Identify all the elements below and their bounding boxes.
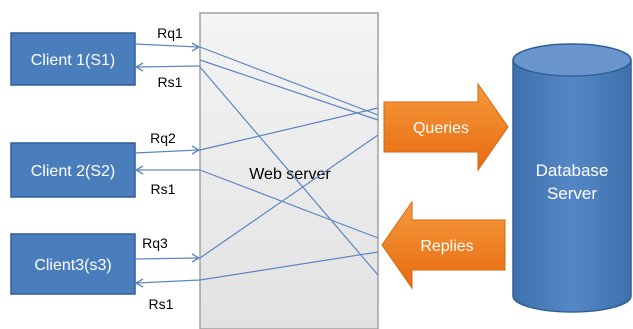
response-label-1: Rs1: [158, 74, 183, 90]
client-1-label: Client 1(S1): [31, 52, 115, 69]
queries-label: Queries: [413, 120, 469, 137]
response-arrow-3: [136, 279, 201, 284]
database-label-line1: Database: [536, 161, 609, 180]
response-label-3: Rs1: [149, 296, 174, 312]
database-cylinder-icon: Database Server: [512, 43, 632, 313]
connector-line: [199, 169, 379, 239]
client-arrows: [134, 42, 201, 288]
response-arrow-2-head: [134, 165, 144, 175]
connector-line: [199, 66, 379, 276]
connector-line: [199, 251, 379, 281]
response-arrow-1-head: [134, 62, 144, 72]
client-2-box: [10, 142, 136, 198]
client-1-box: [10, 32, 136, 86]
request-arrow-1: [134, 43, 199, 48]
connector-line: [199, 46, 379, 116]
queries-arrow: [383, 82, 509, 172]
request-arrow-3-head: [191, 253, 201, 263]
request-arrow-2: [134, 149, 199, 154]
request-arrow-1-head: [191, 42, 201, 52]
connector-line: [199, 59, 379, 121]
response-arrow-1: [136, 65, 201, 68]
database-body: [512, 60, 632, 313]
response-label-2: Rs1: [151, 181, 176, 197]
client-3-label: Client3(s3): [34, 257, 111, 274]
request-arrow-2-head: [191, 145, 201, 155]
connector-line: [199, 134, 379, 259]
client-2-label: Client 2(S2): [31, 163, 115, 180]
connector-line: [199, 107, 379, 151]
request-label-3: Rq3: [142, 235, 168, 251]
internal-connectors: [199, 46, 379, 281]
request-label-1: Rq1: [157, 25, 183, 41]
database-label-line2: Server: [547, 184, 597, 203]
replies-arrow: [381, 200, 506, 290]
request-label-2: Rq2: [150, 130, 176, 146]
replies-label: Replies: [420, 238, 473, 255]
web-server-label: Web server: [249, 166, 331, 183]
request-arrow-3: [134, 257, 199, 260]
database-top: [512, 43, 632, 77]
client-3-box: [10, 233, 136, 295]
response-arrow-3-head: [134, 278, 144, 288]
